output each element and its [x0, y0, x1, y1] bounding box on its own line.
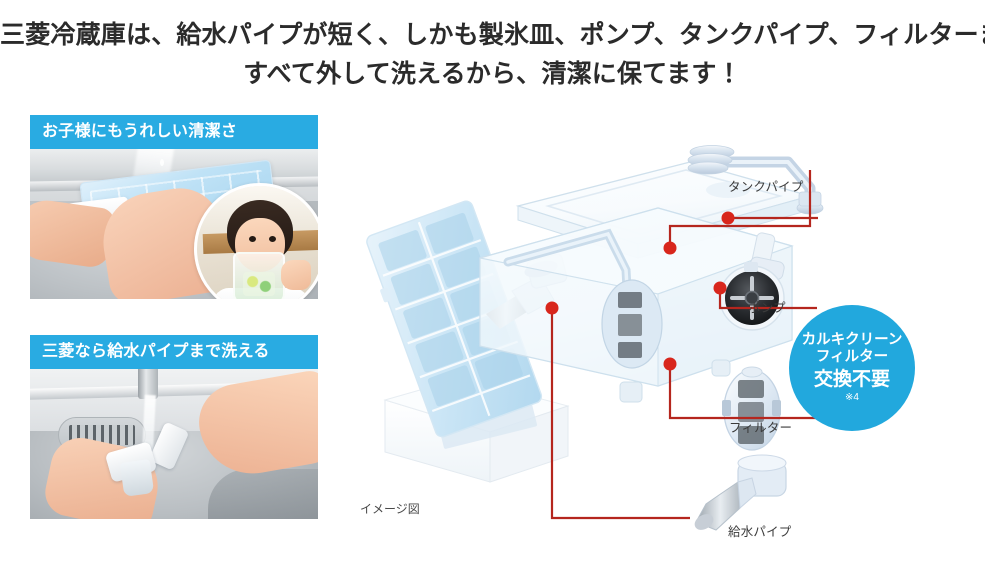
- badge-line-1: カルキクリーン: [801, 332, 903, 349]
- inset-child-eye: [269, 236, 276, 242]
- photo-caption-banner-2: 三菱なら給水パイプまで洗える: [30, 335, 318, 369]
- badge-line-3: 交換不要: [813, 368, 890, 390]
- badge-line-2: フィルター: [815, 349, 889, 366]
- photo-washing-ice-tray: [30, 149, 318, 299]
- photo-caption-banner-1: お子様にもうれしい清潔さ: [30, 115, 318, 149]
- photo-block-washable-pipe: 三菱なら給水パイプまで洗える: [30, 335, 318, 519]
- inset-child-eye: [249, 236, 256, 242]
- headline-line-1: 三菱冷蔵庫は、給水パイプが短く、しかも製氷皿、ポンプ、タンクパイプ、フィルターま…: [0, 21, 985, 49]
- label-water-supply-pipe: 給水パイプ: [728, 525, 792, 539]
- exploded-parts-diagram: [340, 110, 985, 565]
- label-pump: ポンプ: [748, 301, 786, 315]
- leader-lines: [550, 170, 818, 520]
- image-diagram-note: イメージ図: [360, 502, 420, 516]
- calc-clean-filter-badge: カルキクリーン フィルター 交換不要 ※4: [789, 305, 915, 431]
- inset-child-hand: [281, 260, 311, 290]
- label-filter: フィルター: [729, 421, 793, 435]
- photo-block-children-cleanliness: お子様にもうれしい清潔さ: [30, 115, 318, 299]
- leader-dots: [545, 211, 735, 371]
- label-tank-pipe: タンクパイプ: [728, 180, 804, 194]
- headline-line-2: すべて外して洗えるから、清潔に保てます！: [243, 59, 742, 88]
- page-headline: 三菱冷蔵庫は、給水パイプが短く、しかも製氷皿、ポンプ、タンクパイプ、フィルターま…: [0, 16, 985, 94]
- child-inset-photo: [194, 183, 318, 299]
- water-droplet: [160, 159, 164, 166]
- faucet-icon: [138, 369, 158, 399]
- water-supply-pipe-part: [694, 454, 787, 531]
- inset-drinking-cup: [233, 252, 285, 299]
- pipe-nozzle-part: [119, 459, 155, 497]
- photo-washing-supply-pipe: [30, 369, 318, 519]
- filter-part: [722, 366, 781, 451]
- badge-footnote: ※4: [845, 391, 859, 403]
- pump-part: [719, 232, 785, 331]
- left-hand: [30, 196, 116, 270]
